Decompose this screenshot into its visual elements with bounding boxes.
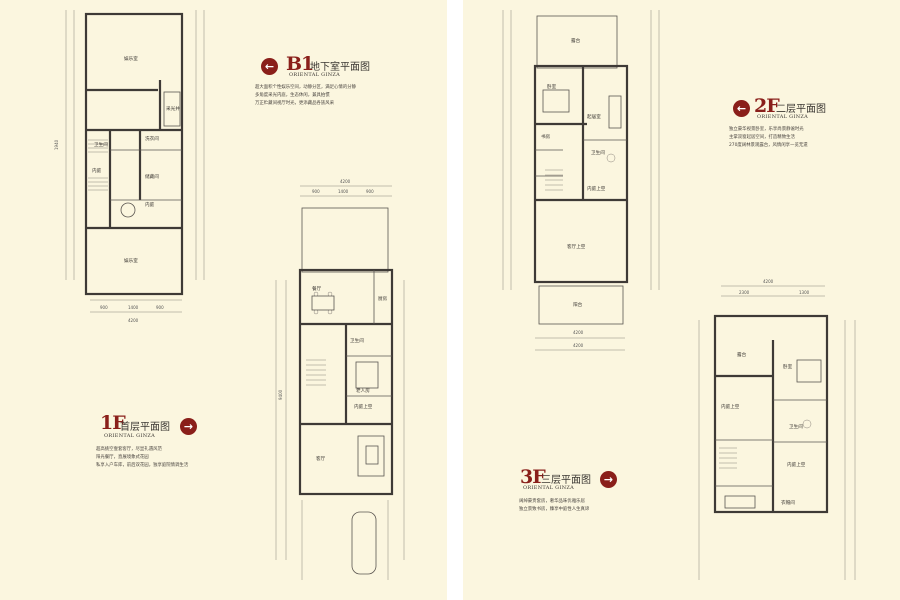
f2-room-7: 阳台 (573, 301, 583, 308)
f2-desc-line: 270度阔林景观露台，风情闲享一览无遗 (729, 143, 808, 148)
f1-desc-line: 超高挑空壹套客厅，尽显礼遇风范 (96, 447, 162, 452)
f1-room-2: 厨房 (378, 295, 388, 302)
f1-desc-line: 阳光餐厅，直展境象式花园 (96, 455, 149, 460)
f2-code: 2F (754, 95, 780, 117)
b1-room-8: 采光井 (166, 105, 180, 112)
b1-dim-2: 1400 (128, 305, 139, 310)
f1-room-4: 内庭上空 (354, 403, 373, 410)
b1-room-1: 娱乐室 (124, 55, 138, 62)
f3-title: 三层平面图 (541, 475, 591, 486)
f3-room-5: 内庭上空 (787, 461, 806, 468)
f2-dim-2: 4200 (573, 343, 584, 348)
f3-subtitle: ORIENTAL GINZA (523, 485, 575, 491)
f2-room-6: 客厅上空 (567, 243, 586, 250)
b1-arrow-left-icon: ← (261, 58, 278, 75)
f3-room-6: 衣帽间 (781, 499, 795, 506)
f1-subtitle: ORIENTAL GINZA (104, 433, 156, 439)
f3-room-1: 露台 (737, 351, 747, 358)
f1-dim-total: 4200 (340, 179, 351, 184)
f3-dim-total: 4200 (763, 279, 774, 284)
b1-dim-side: 1940 (54, 139, 59, 150)
b1-dim-total: 4200 (128, 318, 139, 323)
b1-desc-line: 万正贮藏间视厅时光，更添藏品各族风采 (255, 101, 335, 106)
b1-room-7: 内庭 (145, 201, 155, 208)
b1-room-5: 内庭 (92, 167, 102, 174)
f1-code: 1F (100, 412, 126, 434)
f1-dim-2: 1400 (338, 189, 349, 194)
f3-desc-line: 独立景致书房，臻享中庭性人生真谛 (519, 507, 590, 512)
page-gutter (447, 0, 463, 600)
f1-dim-3: 900 (366, 189, 374, 194)
b1-code: B1 (286, 53, 314, 75)
f2-room-4: 内庭上空 (587, 185, 606, 192)
b1-room-2: 卫生间 (94, 141, 108, 148)
f3-room-2: 卧室 (783, 363, 793, 370)
f2-floorplan: 4200 4200 露台 卧室 起居室 内庭上 (502, 10, 660, 351)
f3-floorplan: 4200 2300 1300 露台 卧室 内庭上空 卫生间 内庭 (698, 279, 856, 580)
f2-desc-line: 主掌双窗起居空间，打造精致生活 (729, 135, 795, 140)
b1-dim-1: 900 (100, 305, 108, 310)
f3-arrow-right-icon: → (600, 471, 617, 488)
f2-room-5: 卫生间 (591, 149, 605, 156)
f2-desc-line: 独立豪华视景卧室，乐享尚景静谧时光 (729, 127, 804, 132)
b1-room-3: 洗衣间 (145, 135, 159, 142)
f2-room-2: 卧室 (547, 83, 557, 90)
f3-code: 3F (520, 466, 546, 488)
f1-room-6: 卫生间 (350, 337, 364, 344)
f2-room-3: 起居室 (587, 113, 601, 120)
f1-dim-side: 9400 (278, 389, 283, 400)
f1-room-3: 老人房 (356, 387, 370, 394)
b1-description: 超大面积个性娱乐空间，动静分区，满足心情的分静 多角度采光内庭，生态休闲，兼具拍… (255, 84, 375, 108)
b1-floorplan: 娱乐室 卫生间 洗衣间 储藏间 内庭 娱乐室 内庭 采光井 900 1400 9… (54, 10, 205, 323)
f2-arrow-left-icon: ← (733, 100, 750, 117)
b1-subtitle: ORIENTAL GINZA (289, 72, 341, 78)
b1-title: 地下室平面图 (310, 62, 370, 73)
floorplans-left: 娱乐室 卫生间 洗衣间 储藏间 内庭 娱乐室 内庭 采光井 900 1400 9… (54, 10, 405, 580)
f3-room-3: 内庭上空 (721, 403, 740, 410)
f1-arrow-right-icon: → (180, 418, 197, 435)
b1-desc-line: 多角度采光内庭，生态休闲，兼具拍惯 (255, 93, 330, 98)
f2-description: 独立豪华视景卧室，乐享尚景静谧时光 主掌双窗起居空间，打造精致生活 270度阔林… (729, 126, 849, 150)
f1-desc-line: 私享入户车库，前后双花园，独享庭院情调生活 (96, 463, 189, 468)
f2-room-1: 露台 (571, 37, 581, 44)
f3-description: 阔绰豪贵套房，奢华品味优雅乐居 独立景致书房，臻享中庭性人生真谛 (519, 498, 639, 514)
f2-room-8: 书房 (541, 133, 551, 140)
f2-dim-1: 4200 (573, 330, 584, 335)
f1-floorplan: 900 1400 900 4200 9400 (275, 179, 405, 580)
b1-dim-3: 900 (156, 305, 164, 310)
b1-room-4: 储藏间 (145, 173, 159, 180)
f2-subtitle: ORIENTAL GINZA (757, 114, 809, 120)
f1-description: 超高挑空壹套客厅，尽显礼遇风范 阳光餐厅，直展境象式花园 私享入户车库，前后双花… (96, 446, 216, 470)
f3-room-4: 卫生间 (789, 423, 803, 430)
f3-dim-2: 1300 (799, 290, 810, 295)
f2-title: 二层平面图 (776, 104, 826, 115)
f3-dim-1: 2300 (739, 290, 750, 295)
b1-desc-line: 超大面积个性娱乐空间，动静分区，满足心情的分静 (255, 85, 356, 90)
floorplans-right: 4200 4200 露台 卧室 起居室 内庭上 (502, 10, 856, 580)
f1-title: 首层平面图 (120, 422, 170, 433)
f1-room-5: 客厅 (316, 455, 326, 462)
f1-dim-1: 900 (312, 189, 320, 194)
f3-desc-line: 阔绰豪贵套房，奢华品味优雅乐居 (519, 499, 585, 504)
right-page: 4200 4200 露台 卧室 起居室 内庭上 (463, 0, 900, 600)
b1-room-6: 娱乐室 (124, 257, 138, 264)
f1-room-1: 餐厅 (312, 285, 322, 292)
left-page: 娱乐室 卫生间 洗衣间 储藏间 内庭 娱乐室 内庭 采光井 900 1400 9… (0, 0, 447, 600)
